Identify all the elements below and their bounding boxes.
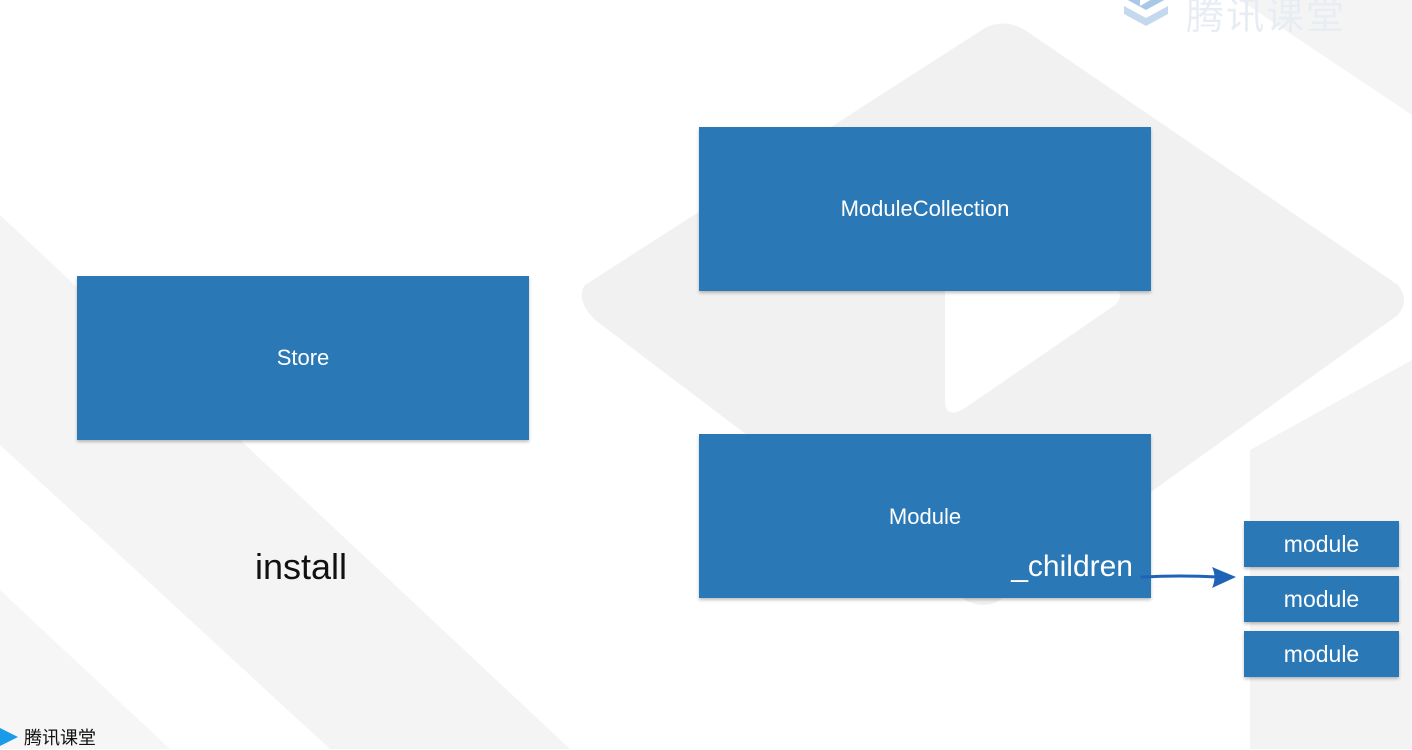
store-label: Store (276, 345, 330, 370)
child-module-label: module (1283, 640, 1360, 667)
children-label: _children (1011, 550, 1133, 583)
module-box: Module _children (699, 434, 1151, 598)
store-box: Store (77, 276, 529, 440)
brand-logo-bottom-text: 腾讯课堂 (24, 727, 96, 748)
child-module-box: module (1244, 521, 1399, 567)
children-arrow-icon (1140, 567, 1236, 588)
child-module-box: module (1244, 576, 1399, 622)
module-collection-box: ModuleCollection (699, 127, 1151, 291)
install-label: install (255, 546, 348, 587)
play-triangle-icon (0, 727, 18, 746)
child-module-box: module (1244, 631, 1399, 677)
child-module-label: module (1283, 530, 1360, 557)
module-collection-label: ModuleCollection (840, 196, 1010, 221)
brand-logo-top: 腾讯课堂 (1118, 0, 1346, 42)
play-logo-icon (1124, 0, 1168, 26)
brand-logo-bottom: 腾讯课堂 (0, 724, 96, 749)
child-module-label: module (1283, 585, 1360, 612)
brand-logo-top-text: 腾讯课堂 (1186, 0, 1347, 38)
module-label: Module (888, 504, 962, 529)
